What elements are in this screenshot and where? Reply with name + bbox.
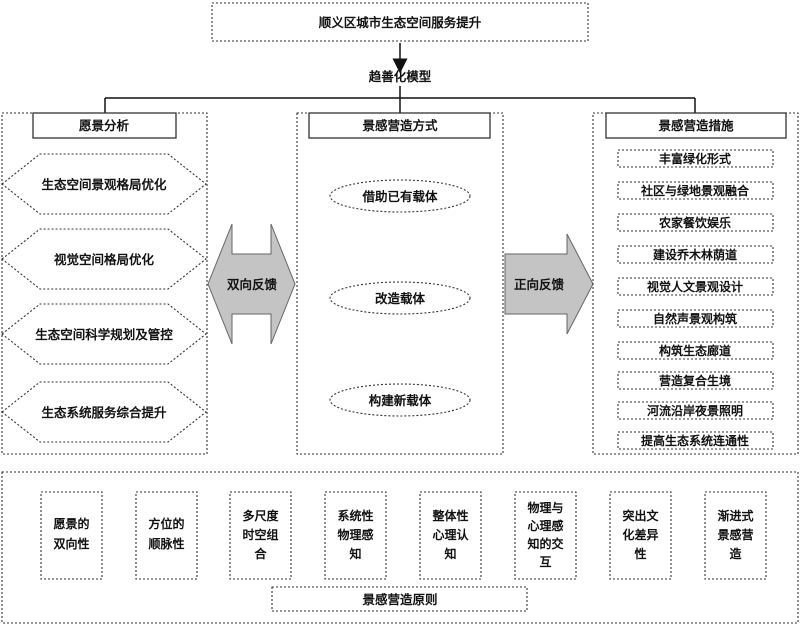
measure-item: 构筑生态廊道 bbox=[617, 341, 774, 360]
bidirectional-feedback-label: 双向反馈 bbox=[226, 277, 278, 292]
svg-text:时空组: 时空组 bbox=[242, 527, 278, 542]
principle-item: 渐进式 景感营 造 bbox=[704, 491, 767, 580]
principles-title: 景感营造原则 bbox=[362, 592, 437, 607]
method-item: 构建新载体 bbox=[329, 383, 471, 417]
measure-item: 农家餐饮娱乐 bbox=[617, 213, 774, 232]
creation-measures-title: 景感营造措施 bbox=[658, 118, 734, 133]
vision-analysis-title: 愿景分析 bbox=[79, 118, 130, 133]
svg-text:双向性: 双向性 bbox=[53, 536, 89, 551]
forward-feedback-arrow: 正向反馈 bbox=[504, 233, 594, 335]
vision-item: 生态空间科学规划及管控 bbox=[1, 303, 207, 365]
svg-text:愿景的: 愿景的 bbox=[53, 516, 89, 531]
svg-text:生态空间科学规划及管控: 生态空间科学规划及管控 bbox=[35, 327, 173, 342]
svg-text:知: 知 bbox=[443, 546, 456, 561]
svg-text:整体性: 整体性 bbox=[431, 508, 468, 523]
method-item: 改造载体 bbox=[329, 281, 471, 315]
svg-text:借助已有载体: 借助已有载体 bbox=[361, 189, 438, 204]
principle-item: 愿景的 双向性 bbox=[40, 491, 103, 580]
svg-text:丰富绿化形式: 丰富绿化形式 bbox=[659, 151, 731, 166]
measure-item: 营造复合生境 bbox=[617, 371, 774, 390]
measure-item: 视觉人文景观设计 bbox=[617, 277, 774, 296]
svg-text:生态空间景观格局优化: 生态空间景观格局优化 bbox=[41, 177, 167, 192]
svg-text:视觉空间格局优化: 视觉空间格局优化 bbox=[54, 252, 155, 267]
svg-text:造: 造 bbox=[729, 546, 742, 561]
measure-item: 建设乔木林荫道 bbox=[617, 245, 774, 264]
svg-text:渐进式: 渐进式 bbox=[717, 508, 753, 523]
svg-text:心理认: 心理认 bbox=[432, 527, 469, 542]
principle-item: 方位的 顺脉性 bbox=[135, 491, 198, 580]
svg-text:顺脉性: 顺脉性 bbox=[148, 536, 184, 551]
svg-text:提高生态系统连通性: 提高生态系统连通性 bbox=[641, 433, 749, 448]
svg-text:互: 互 bbox=[539, 555, 551, 569]
measure-item: 社区与绿地景观融合 bbox=[617, 181, 774, 200]
principles-panel: 愿景的 双向性 方位的 顺脉性 多尺度 时空组 合 系统性 物理感 知 整体性 … bbox=[1, 471, 799, 624]
svg-text:知: 知 bbox=[348, 546, 361, 561]
svg-text:构筑生态廊道: 构筑生态廊道 bbox=[659, 343, 731, 358]
svg-text:知的交: 知的交 bbox=[526, 536, 563, 551]
vision-item: 生态系统服务综合提升 bbox=[1, 381, 207, 443]
creation-methods-title: 景感营造方式 bbox=[362, 118, 438, 133]
svg-text:生态系统服务综合提升: 生态系统服务综合提升 bbox=[41, 405, 167, 420]
trend-model-label: 趋善化模型 bbox=[369, 69, 432, 84]
svg-text:构建新载体: 构建新载体 bbox=[369, 393, 432, 408]
svg-text:性: 性 bbox=[633, 546, 646, 561]
svg-text:营造复合生境: 营造复合生境 bbox=[659, 373, 731, 388]
svg-text:景感营: 景感营 bbox=[717, 527, 753, 542]
svg-text:物理与: 物理与 bbox=[527, 500, 563, 515]
svg-text:建设乔木林荫道: 建设乔木林荫道 bbox=[652, 247, 737, 262]
svg-text:农家餐饮娱乐: 农家餐饮娱乐 bbox=[658, 215, 731, 230]
svg-text:社区与绿地景观融合: 社区与绿地景观融合 bbox=[640, 183, 750, 198]
svg-text:物理感: 物理感 bbox=[337, 527, 373, 542]
svg-text:合: 合 bbox=[254, 546, 267, 561]
svg-text:化差异: 化差异 bbox=[622, 527, 658, 542]
measure-item: 丰富绿化形式 bbox=[617, 149, 774, 168]
measure-item: 河流沿岸夜景照明 bbox=[617, 401, 774, 420]
principle-item: 突出文 化差异 性 bbox=[609, 491, 672, 580]
svg-text:视觉人文景观设计: 视觉人文景观设计 bbox=[647, 279, 743, 294]
svg-text:系统性: 系统性 bbox=[337, 508, 373, 523]
measure-item: 自然声景观构筑 bbox=[617, 309, 774, 328]
principle-item: 整体性 心理认 知 bbox=[419, 491, 482, 580]
svg-text:改造载体: 改造载体 bbox=[375, 291, 426, 306]
top-box-label: 顺义区城市生态空间服务提升 bbox=[319, 15, 482, 30]
connector-lines bbox=[104, 43, 696, 113]
measure-item: 提高生态系统连通性 bbox=[617, 431, 774, 450]
principle-item: 系统性 物理感 知 bbox=[324, 491, 387, 580]
creation-methods-panel: 景感营造方式 借助已有载体 改造载体 构建新载体 bbox=[296, 112, 504, 455]
creation-measures-panel: 景感营造措施 丰富绿化形式 社区与绿地景观融合 农家餐饮娱乐 建设乔木林荫道 视… bbox=[592, 112, 799, 455]
top-box: 顺义区城市生态空间服务提升 bbox=[211, 2, 589, 42]
principle-item: 多尺度 时空组 合 bbox=[229, 491, 292, 580]
svg-text:心理感: 心理感 bbox=[527, 518, 563, 533]
svg-text:自然声景观构筑: 自然声景观构筑 bbox=[653, 311, 737, 326]
vision-item: 视觉空间格局优化 bbox=[1, 228, 207, 290]
vision-analysis-panel: 愿景分析 生态空间景观格局优化 视觉空间格局优化 生态空间科学规划及管控 生态系… bbox=[1, 112, 208, 455]
svg-text:方位的: 方位的 bbox=[148, 516, 184, 531]
svg-text:河流沿岸夜景照明: 河流沿岸夜景照明 bbox=[646, 403, 743, 418]
method-item: 借助已有载体 bbox=[329, 179, 471, 213]
vision-item: 生态空间景观格局优化 bbox=[1, 153, 207, 215]
svg-text:多尺度: 多尺度 bbox=[242, 508, 279, 523]
forward-feedback-label: 正向反馈 bbox=[514, 277, 565, 292]
svg-text:突出文: 突出文 bbox=[622, 508, 659, 523]
bidirectional-feedback-arrow: 双向反馈 bbox=[207, 223, 296, 345]
principle-item: 物理与 心理感 知的交 互 bbox=[514, 491, 577, 580]
